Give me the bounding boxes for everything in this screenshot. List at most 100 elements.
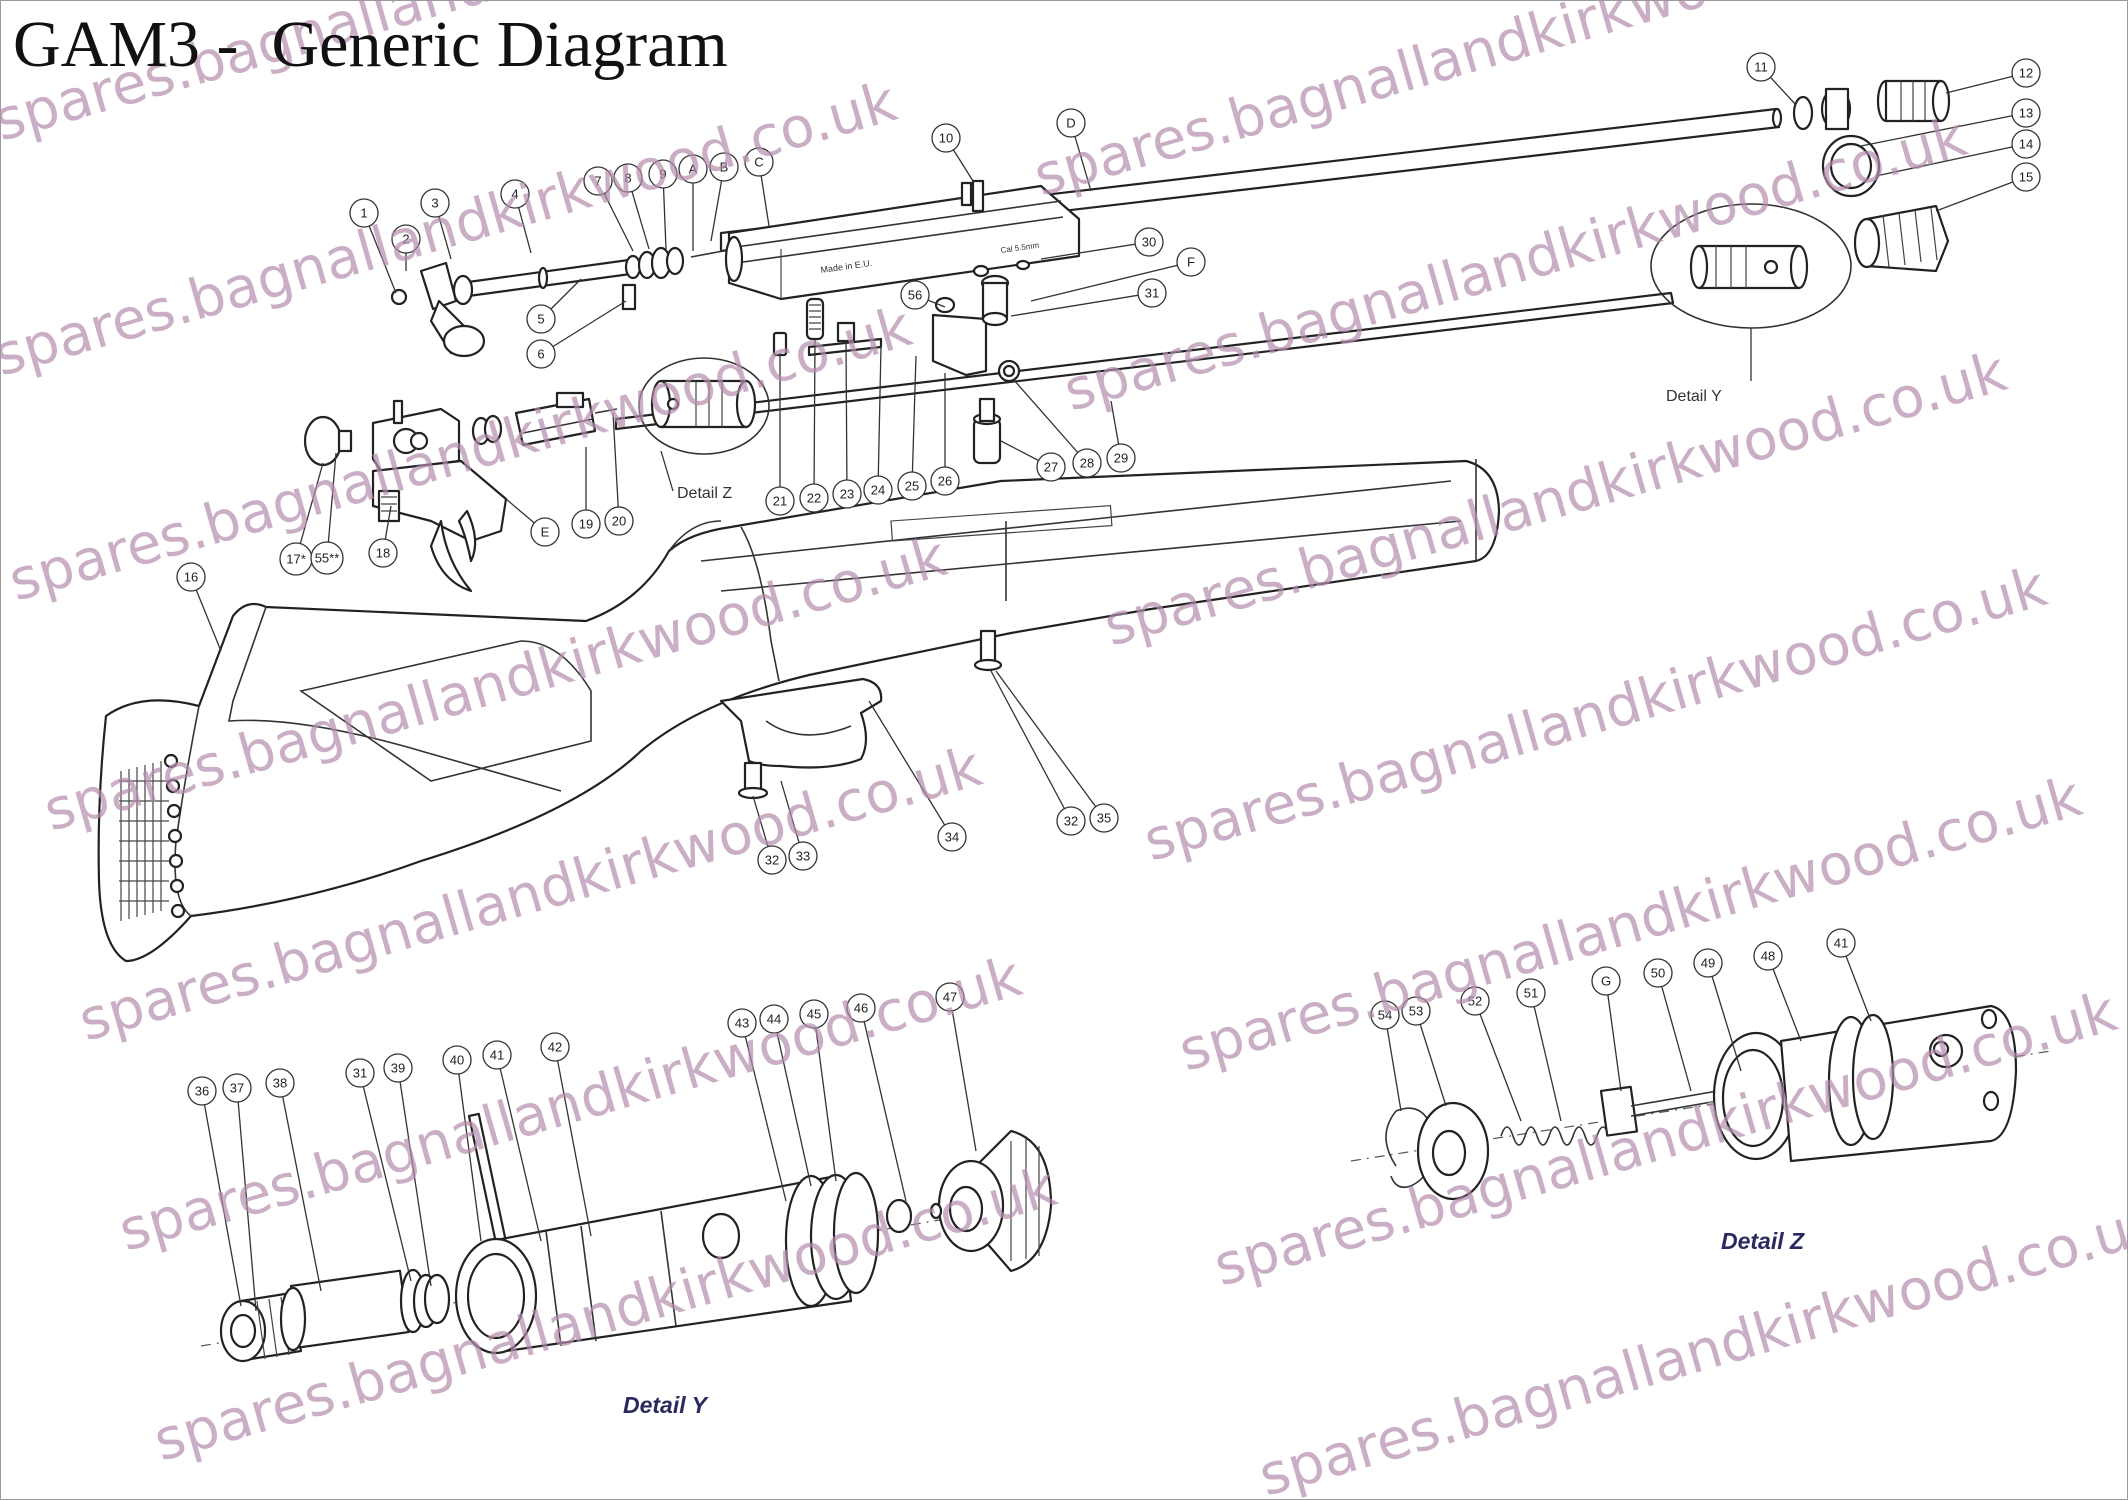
- callout-37: 37: [222, 1073, 252, 1103]
- callout-leader: [612, 412, 620, 522]
- svg-text:12: 12: [2019, 66, 2033, 81]
- callout-45: 45: [799, 999, 829, 1029]
- svg-text:E: E: [541, 525, 550, 540]
- svg-text:21: 21: [773, 494, 787, 509]
- svg-text:41: 41: [1834, 936, 1848, 951]
- callout-G: G: [1591, 966, 1621, 996]
- callout-A: A: [678, 154, 708, 184]
- callout-leader: [201, 1090, 242, 1307]
- svg-text:18: 18: [376, 546, 390, 561]
- callout-33: 33: [788, 841, 818, 871]
- svg-text:35: 35: [1097, 811, 1111, 826]
- page-title: GAM3 - Generic Diagram: [13, 8, 728, 81]
- callout-leader: [813, 338, 816, 499]
- callout-16: 16: [176, 562, 206, 592]
- svg-text:56: 56: [908, 288, 922, 303]
- callout-leader: [911, 355, 917, 487]
- svg-text:38: 38: [273, 1076, 287, 1091]
- bolt-assembly: [390, 246, 724, 358]
- svg-text:32: 32: [1064, 814, 1078, 829]
- detail-z-assembly: Detail Z: [1350, 1004, 2052, 1254]
- callout-leader: [1860, 112, 2027, 147]
- callout-50: 50: [1643, 958, 1673, 988]
- callout-42: 42: [540, 1032, 570, 1062]
- svg-text:7: 7: [594, 174, 601, 189]
- callout-6: 6: [526, 339, 556, 369]
- callout-leader: [326, 452, 337, 559]
- svg-text:16: 16: [184, 570, 198, 585]
- callout-13: 13: [2011, 98, 2041, 128]
- callout-40: 40: [442, 1045, 472, 1075]
- svg-text:24: 24: [871, 483, 885, 498]
- svg-text:42: 42: [548, 1040, 562, 1055]
- callout-C: C: [744, 147, 774, 177]
- callout-leader: [1530, 992, 1562, 1122]
- svg-text:30: 30: [1142, 235, 1156, 250]
- svg-text:23: 23: [840, 487, 854, 502]
- callout-E: E: [530, 517, 560, 547]
- svg-text:48: 48: [1761, 949, 1775, 964]
- callout-36: 36: [187, 1076, 217, 1106]
- callout-leader: [1707, 962, 1742, 1072]
- callout-30: 30: [1134, 227, 1164, 257]
- detail-z-callout: Detail Z: [638, 357, 770, 502]
- callout-leader: [813, 1013, 837, 1182]
- callout-12: 12: [2011, 58, 2041, 88]
- callout-34: 34: [937, 822, 967, 852]
- svg-text:39: 39: [391, 1061, 405, 1076]
- svg-text:11: 11: [1754, 60, 1768, 75]
- callout-20: 20: [604, 506, 634, 536]
- callout-leader: [1415, 1010, 1447, 1107]
- svg-text:20: 20: [612, 514, 626, 529]
- svg-text:46: 46: [854, 1001, 868, 1016]
- callout-leader: [860, 1007, 907, 1202]
- callout-39: 39: [383, 1053, 413, 1083]
- callout-leader: [990, 670, 1072, 822]
- callout-leader: [773, 1018, 812, 1187]
- svg-text:40: 40: [450, 1053, 464, 1068]
- svg-text:10: 10: [939, 131, 953, 146]
- svg-text:47: 47: [943, 990, 957, 1005]
- svg-text:54: 54: [1378, 1008, 1392, 1023]
- svg-text:6: 6: [537, 347, 544, 362]
- svg-text:19: 19: [579, 517, 593, 532]
- callout-29: 29: [1106, 443, 1136, 473]
- callout-43: 43: [727, 1008, 757, 1038]
- callout-9: 9: [648, 159, 678, 189]
- detail-y-title: Detail Y: [623, 1392, 710, 1418]
- svg-text:49: 49: [1701, 956, 1715, 971]
- callout-32: 32: [757, 845, 787, 875]
- svg-text:45: 45: [807, 1007, 821, 1022]
- callout-46: 46: [846, 993, 876, 1023]
- svg-text:51: 51: [1524, 986, 1538, 1001]
- svg-text:25: 25: [905, 479, 919, 494]
- svg-text:17*: 17*: [286, 552, 306, 567]
- callout-leader: [496, 1054, 542, 1242]
- callout-41: 41: [482, 1040, 512, 1070]
- callout-leader: [1935, 176, 2027, 212]
- callout-18: 18: [368, 538, 398, 568]
- callout-leader: [1875, 143, 2027, 177]
- callout-25: 25: [897, 471, 927, 501]
- callout-leader: [1605, 980, 1622, 1092]
- callout-1: 1: [349, 198, 379, 228]
- callout-27: 27: [1036, 452, 1066, 482]
- svg-text:13: 13: [2019, 106, 2033, 121]
- callout-14: 14: [2011, 129, 2041, 159]
- callout-10: 10: [931, 123, 961, 153]
- svg-text:3: 3: [431, 196, 438, 211]
- detail-y-reference: Detail Y: [1666, 388, 1722, 405]
- callout-2: 2: [391, 224, 421, 254]
- callout-28: 28: [1072, 448, 1102, 478]
- svg-text:52: 52: [1468, 994, 1482, 1009]
- callout-22: 22: [799, 483, 829, 513]
- callout-leader: [741, 1022, 787, 1202]
- callout-B: B: [709, 152, 739, 182]
- callout-leader: [995, 670, 1105, 819]
- callout-leader: [359, 1072, 412, 1282]
- callout-19: 19: [571, 509, 601, 539]
- svg-text:F: F: [1187, 255, 1195, 270]
- svg-text:4: 4: [511, 187, 518, 202]
